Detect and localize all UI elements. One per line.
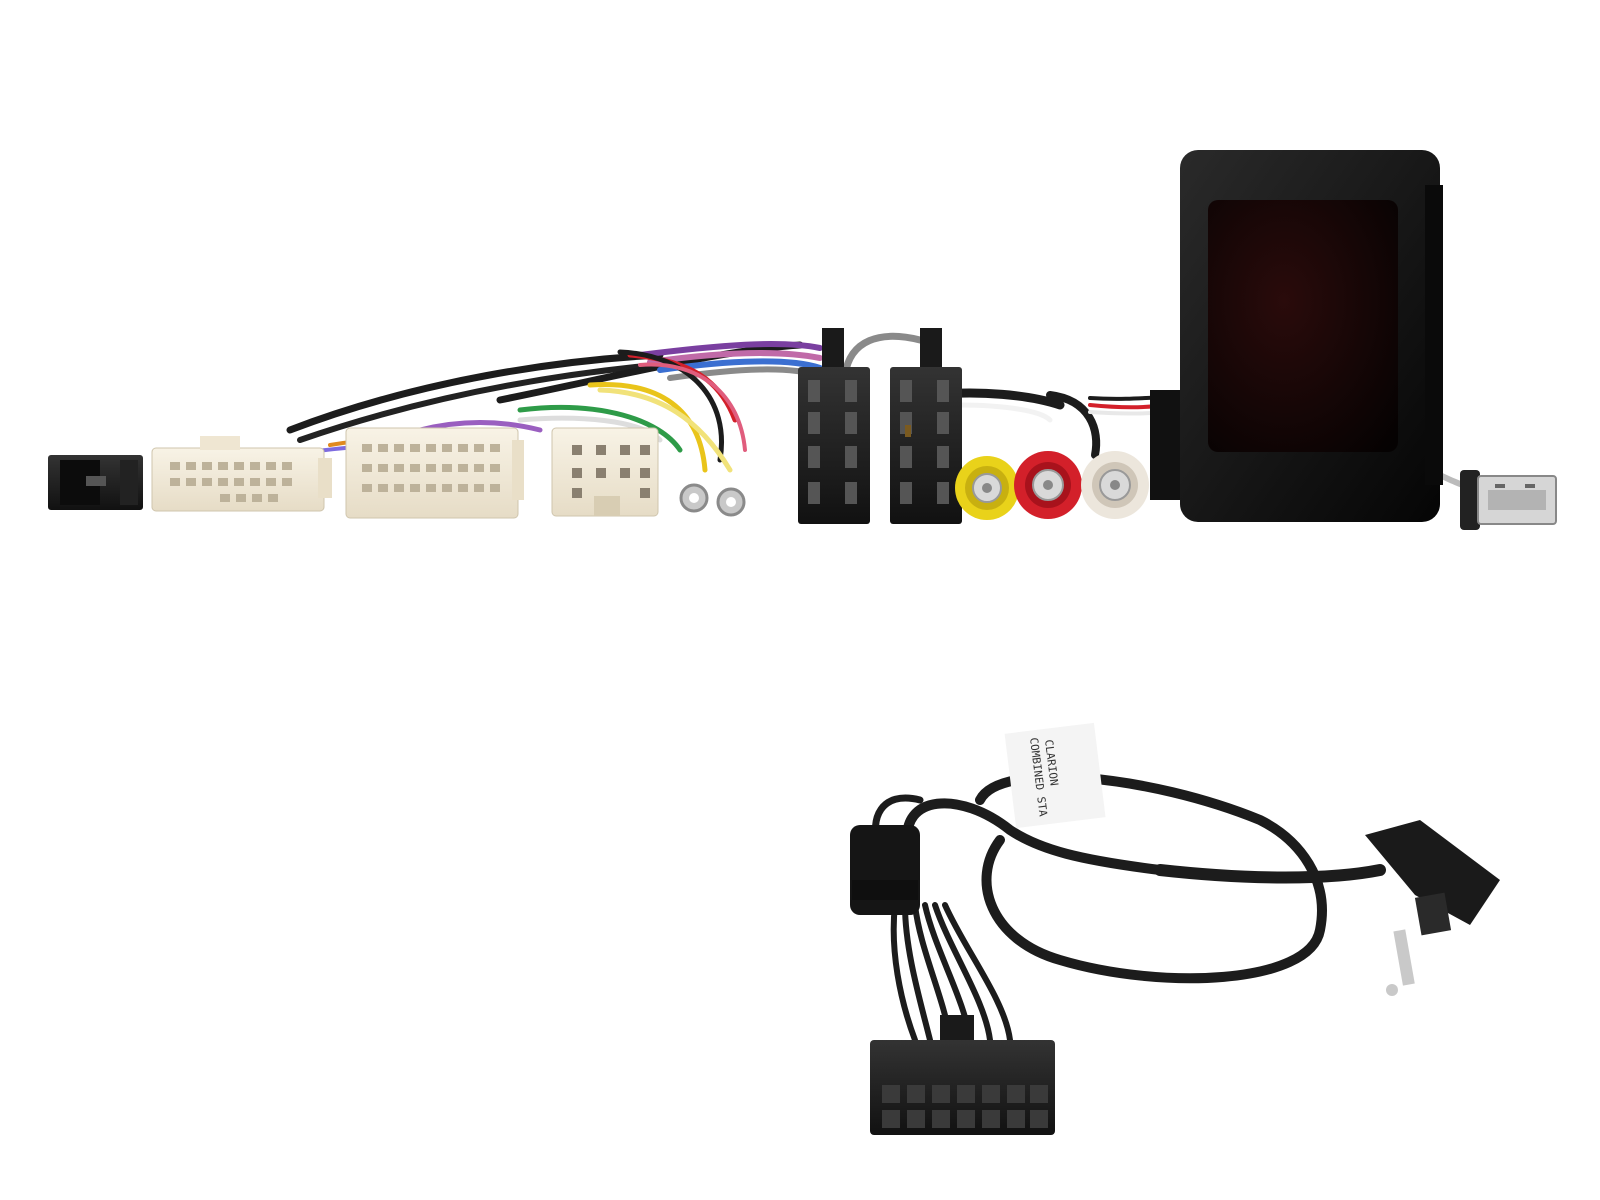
usb-a-connector: [1460, 470, 1557, 530]
velcro-wrap: [850, 825, 920, 915]
rca-plug-red: [1014, 451, 1082, 519]
label-line-1: CLARION: [1042, 739, 1061, 787]
patch-lead-label: CLARION COMBINED STA: [1004, 722, 1106, 829]
multi-pin-connector: [870, 1015, 1055, 1135]
jack-plug-3-5mm: [1365, 820, 1500, 996]
rca-plug-white: [1081, 451, 1149, 519]
patch-lead-cable: [871, 771, 1386, 1043]
mini-usb-connector: [48, 455, 143, 510]
white-connector-large-1: [151, 436, 332, 512]
rca-plug-yellow: [955, 456, 1019, 520]
white-connector-large-2: [345, 427, 524, 519]
ring-terminals: [679, 483, 746, 517]
iso-connector-left: [798, 328, 870, 524]
interface-box: [1150, 150, 1443, 522]
iso-connector-right: [890, 328, 962, 524]
white-connector-small: [551, 427, 659, 517]
